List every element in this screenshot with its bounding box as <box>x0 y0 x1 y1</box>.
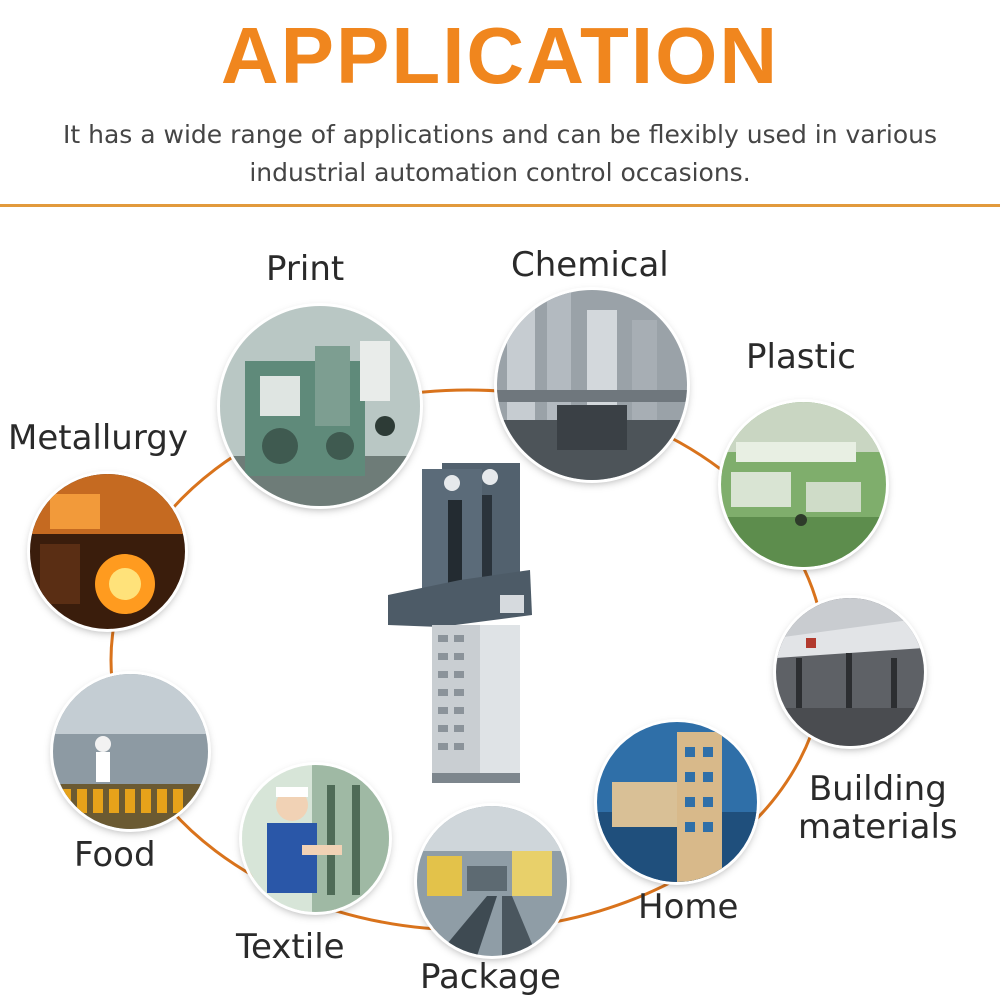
plastic-photo <box>721 402 886 567</box>
label-package: Package <box>420 957 561 997</box>
chemical-photo <box>497 290 687 480</box>
page-title: APPLICATION <box>220 11 780 100</box>
subtitle-line-1: It has a wide range of applications and … <box>63 120 937 149</box>
label-food: Food <box>74 835 156 875</box>
label-building-line-2: materials <box>798 807 958 847</box>
print-photo <box>220 306 420 506</box>
building-materials-photo <box>776 598 924 746</box>
label-chemical: Chemical <box>511 245 669 285</box>
subtitle-line-2: industrial automation control occasions. <box>249 158 751 187</box>
label-plastic: Plastic <box>746 337 856 377</box>
metallurgy-photo <box>30 474 185 629</box>
label-print: Print <box>266 249 345 289</box>
label-building-line-1: Building <box>808 769 947 809</box>
textile-photo <box>242 765 389 912</box>
label-textile: Textile <box>236 927 345 967</box>
header-divider <box>0 204 1000 207</box>
home-photo <box>597 722 757 882</box>
label-building-materials: Building materials <box>798 770 958 846</box>
label-metallurgy: Metallurgy <box>8 418 188 458</box>
page-subtitle: It has a wide range of applications and … <box>0 116 1000 192</box>
package-photo <box>417 806 567 956</box>
food-photo <box>53 674 208 829</box>
label-home: Home <box>638 887 739 927</box>
product-image <box>388 463 532 783</box>
